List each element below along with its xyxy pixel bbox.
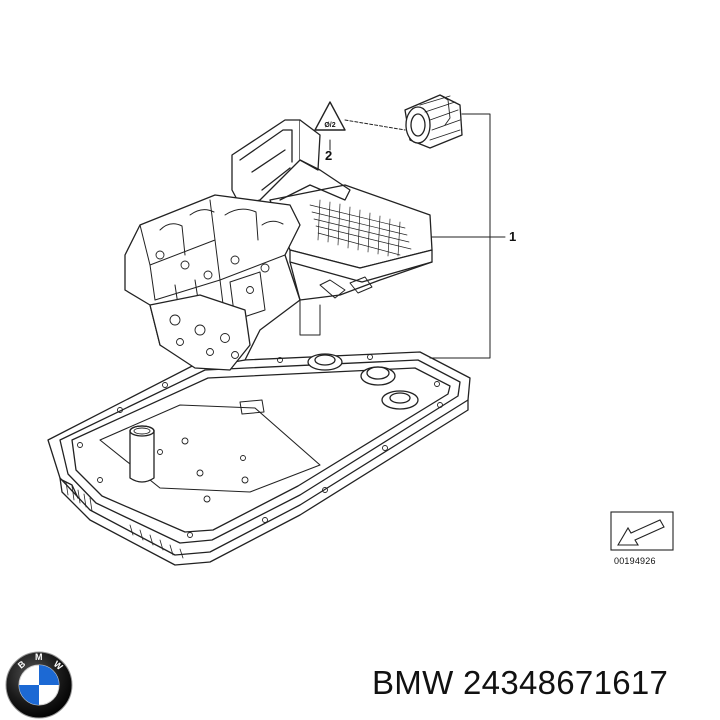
part-caption: BMW 24348671617 [372, 664, 669, 701]
oil-pan [47, 351, 471, 566]
grid-pattern [309, 199, 412, 257]
bmw-logo: B M W [5, 651, 73, 719]
callout-1: 1 [509, 229, 517, 244]
valve-body [124, 119, 433, 371]
figure-arrow-icon [610, 511, 674, 551]
figure-number: 00194926 [614, 556, 656, 566]
warning-triangle-icon [314, 101, 346, 131]
callout-2: 2 [325, 148, 333, 163]
leader-lines [329, 113, 506, 359]
leader-1-bracket [429, 113, 491, 359]
plug-sleeve [404, 94, 463, 149]
svg-text:M: M [35, 652, 43, 662]
warning-symbol-text: Ø/2 [324, 122, 335, 129]
leader-dashed [344, 119, 406, 131]
svg-text:B: B [16, 658, 28, 670]
